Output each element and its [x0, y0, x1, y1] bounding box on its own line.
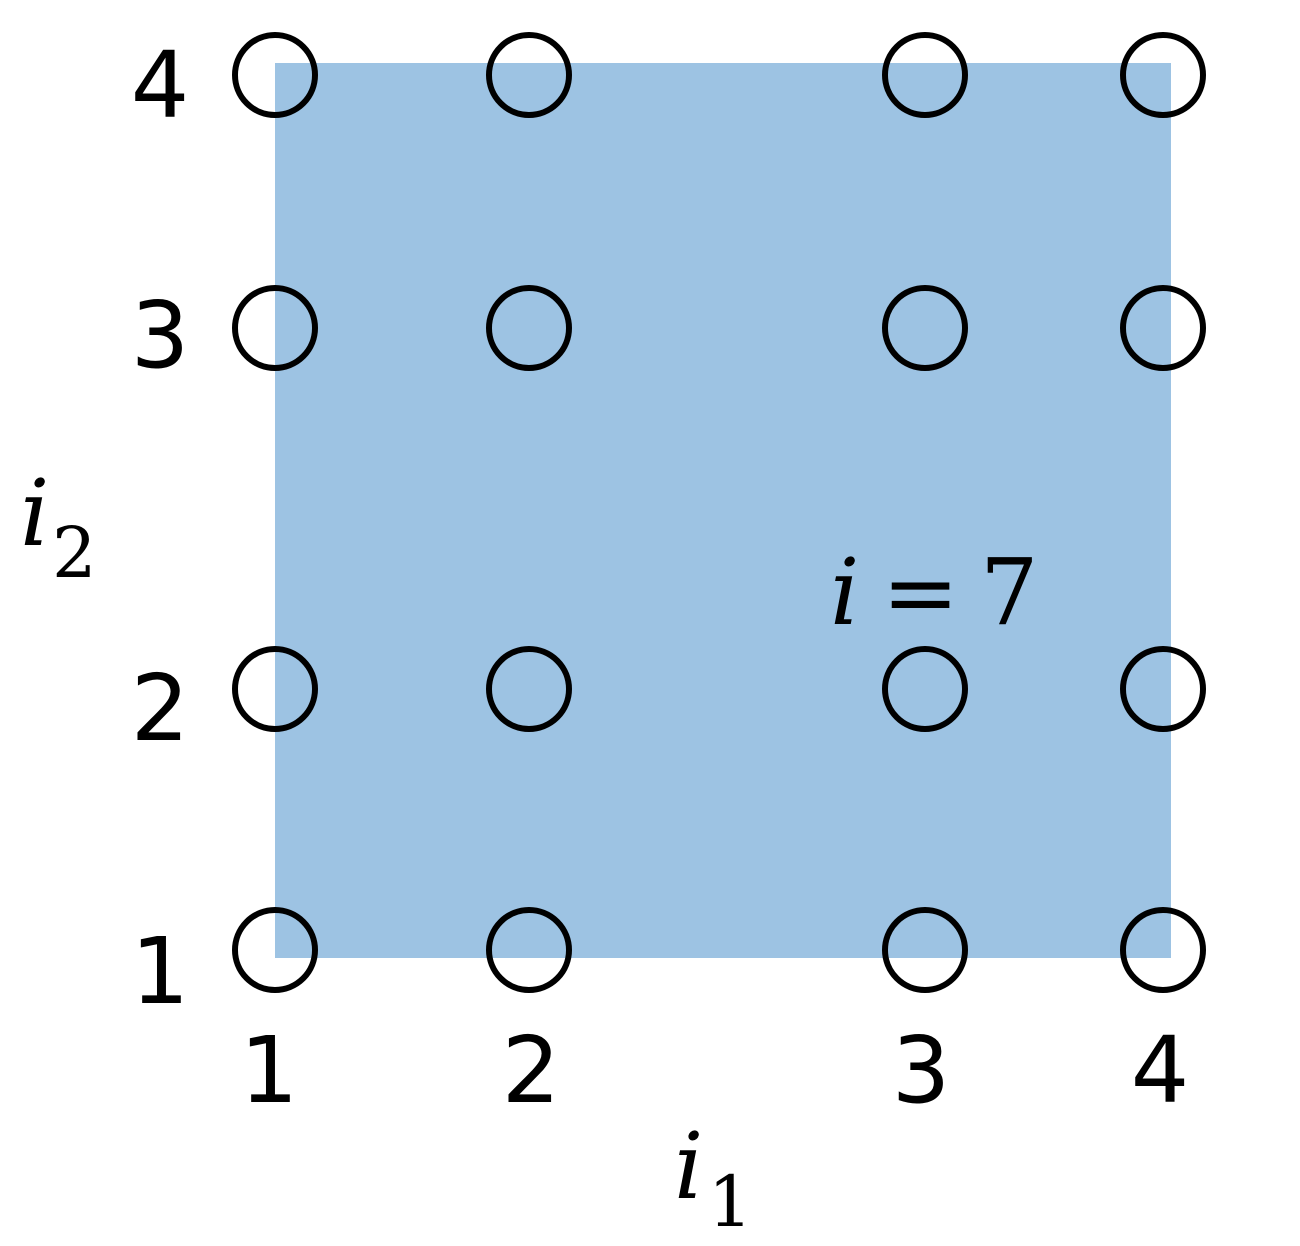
node-circle — [1120, 646, 1206, 732]
node-circle — [486, 285, 572, 371]
node-circle — [232, 32, 318, 118]
node-circle — [1120, 907, 1206, 993]
annotation-var: i — [830, 539, 859, 646]
node-circle — [486, 646, 572, 732]
i1-axis-var: i — [674, 1113, 703, 1220]
i1-axis-sub: 1 — [708, 1161, 753, 1243]
annotation-value: 7 — [980, 539, 1039, 646]
node-circle — [1120, 32, 1206, 118]
node-circle — [232, 646, 318, 732]
i1-tick-labels: 1 2 3 4 — [240, 1017, 1190, 1124]
i1-tick-3: 3 — [892, 1017, 951, 1124]
node-circle — [1120, 285, 1206, 371]
node-circle — [486, 32, 572, 118]
shaded-region — [275, 63, 1171, 958]
node-circle — [882, 907, 968, 993]
i1-tick-4: 4 — [1131, 1017, 1190, 1124]
node-circle — [882, 32, 968, 118]
i2-axis-sub: 2 — [52, 512, 97, 594]
i2-tick-labels: 1 2 3 4 — [131, 32, 190, 1025]
grid-nodes — [232, 32, 1206, 993]
node-circle — [882, 646, 968, 732]
i2-tick-3: 3 — [131, 282, 190, 389]
i2-tick-4: 4 — [131, 32, 190, 139]
node-circle — [232, 907, 318, 993]
node-circle — [882, 285, 968, 371]
i1-axis-label: i 1 — [674, 1113, 753, 1243]
i2-tick-1: 1 — [131, 918, 190, 1025]
i2-tick-2: 2 — [131, 655, 190, 762]
node-circle — [232, 285, 318, 371]
i1-tick-2: 2 — [502, 1017, 561, 1124]
i2-axis-label: i 2 — [20, 460, 97, 594]
node-circle — [486, 907, 572, 993]
annotation-equals: = — [882, 539, 959, 646]
i1-tick-1: 1 — [240, 1017, 299, 1124]
i2-axis-var: i — [20, 460, 49, 567]
index-annotation: i = 7 — [830, 539, 1039, 646]
